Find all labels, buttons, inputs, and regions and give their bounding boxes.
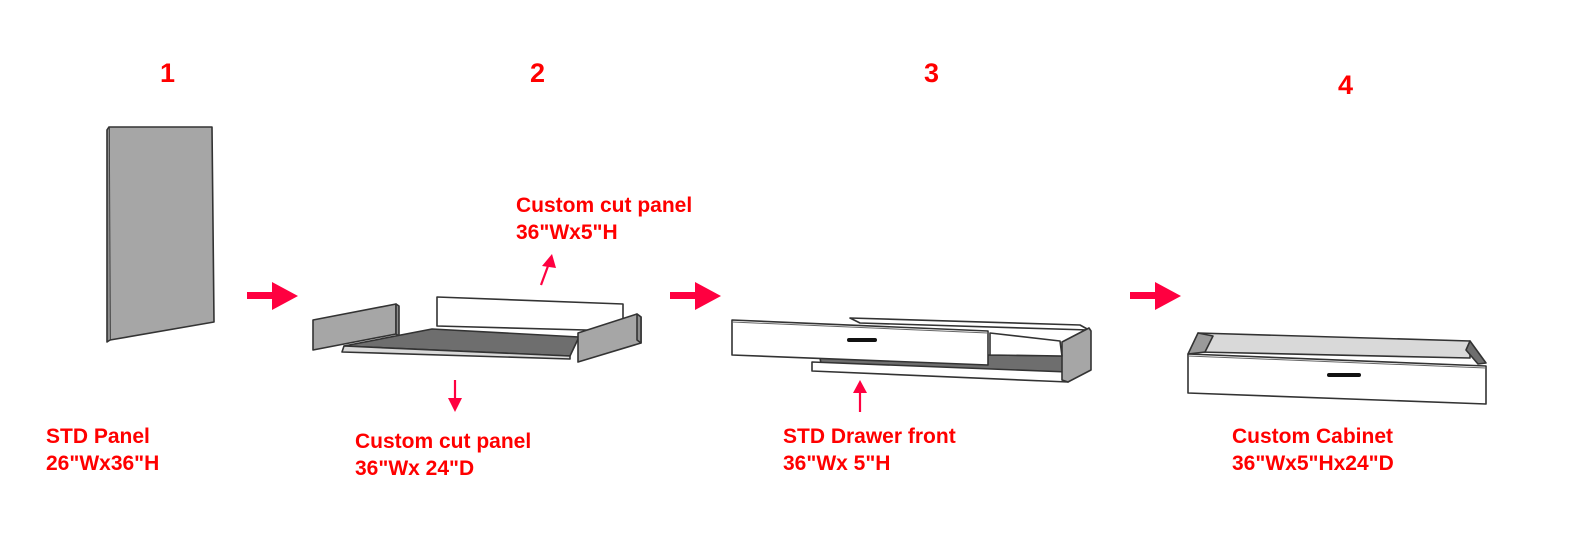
step-4-caption: Custom Cabinet 36"Wx5"Hx24"D <box>1232 423 1394 477</box>
step-1-caption-line1: STD Panel <box>46 425 150 448</box>
flow-arrow-icon <box>1130 282 1181 310</box>
step-3-caption-line2: 36"Wx 5"H <box>783 452 891 475</box>
step-2-caption-line2: 36"Wx 24"D <box>355 457 475 480</box>
side-panel-caption-line2: 36"Wx5"H <box>516 221 618 244</box>
step-3-number: 3 <box>924 58 940 88</box>
step-3-caption: STD Drawer front 36"Wx 5"H <box>783 423 956 477</box>
flow-arrow-icon <box>670 282 721 310</box>
drawer-handle-icon <box>847 338 877 342</box>
step-1-number: 1 <box>160 58 176 88</box>
step-1-caption: STD Panel 26"Wx36"H <box>46 423 159 477</box>
side-panel-caption-line1: Custom cut panel <box>516 194 693 217</box>
custom-cabinet-drawing <box>1187 332 1487 405</box>
drawer-handle-icon <box>1327 373 1361 377</box>
step-3-caption-line1: STD Drawer front <box>783 425 956 448</box>
leader-arrow-icon <box>853 380 867 412</box>
drawer-assembly-drawing <box>731 317 1092 383</box>
step-4-caption-line2: 36"Wx5"Hx24"D <box>1232 452 1394 475</box>
step-4-caption-line1: Custom Cabinet <box>1232 425 1394 448</box>
flow-arrow-icon <box>247 282 298 310</box>
step-4-number: 4 <box>1338 70 1354 100</box>
leader-arrow-icon <box>539 254 556 286</box>
step-2-caption-line1: Custom cut panel <box>355 430 532 453</box>
leader-arrow-icon <box>448 380 462 412</box>
step-2-caption: Custom cut panel 36"Wx 24"D <box>355 428 531 482</box>
std-panel-drawing <box>106 126 215 343</box>
cut-panels-drawing <box>312 296 642 363</box>
step-2-number: 2 <box>530 58 546 88</box>
step-1-caption-line2: 26"Wx36"H <box>46 452 160 475</box>
side-panel-caption: Custom cut panel 36"Wx5"H <box>516 192 692 246</box>
